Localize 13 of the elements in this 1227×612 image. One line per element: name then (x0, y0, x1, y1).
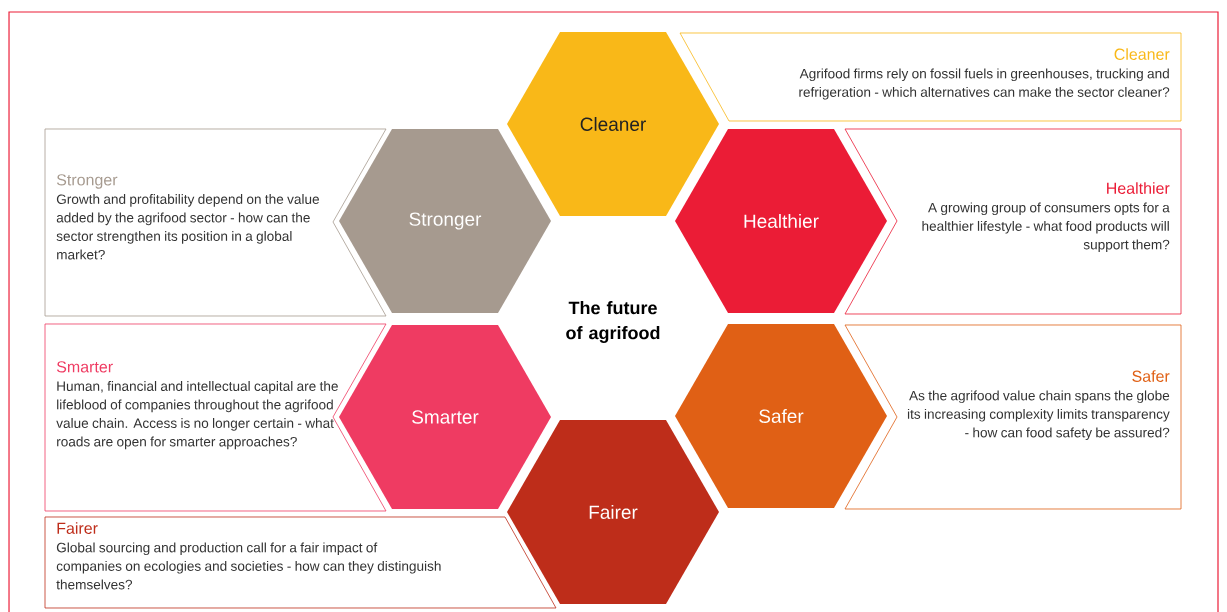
callout-box: Stronger Growth and profitability depend on the value added by the agrifood sector - how can the sector strengthen its position in a global market? (44, 128, 387, 317)
hexagon: Smarter (339, 325, 551, 509)
hexagon: Healthier (675, 129, 887, 313)
callout-box: Smarter Human, financial and intellectual capital are the lifeblood of companies throughout the agrifood value chain. Access is no longer certain - what roads are open for smarter approaches? (44, 323, 387, 512)
hexagon: Fairer (507, 420, 719, 604)
title: The future of agrifood (566, 301, 660, 343)
callout-box: Healthier A growing group of consumers opts for a healthier lifestyle - what food products will support them? (844, 128, 1182, 315)
callout-box: Safer As the agrifood value chain spans the globe its increasing complexity limits transparency - how can food safety be assured? (844, 324, 1182, 510)
hexagon: Safer (675, 324, 887, 508)
hexagon: Stronger (339, 129, 551, 313)
callout-box: Cleaner Agrifood firms rely on fossil fuels in greenhouses, trucking and refrigeration - which alternatives can make the sector cleaner? (679, 32, 1182, 122)
hexagon: Cleaner (507, 32, 719, 216)
callout-box: Fairer Global sourcing and production call for a fair impact of companies on ecologies and societies - how can they distinguish themselves? (44, 516, 557, 609)
